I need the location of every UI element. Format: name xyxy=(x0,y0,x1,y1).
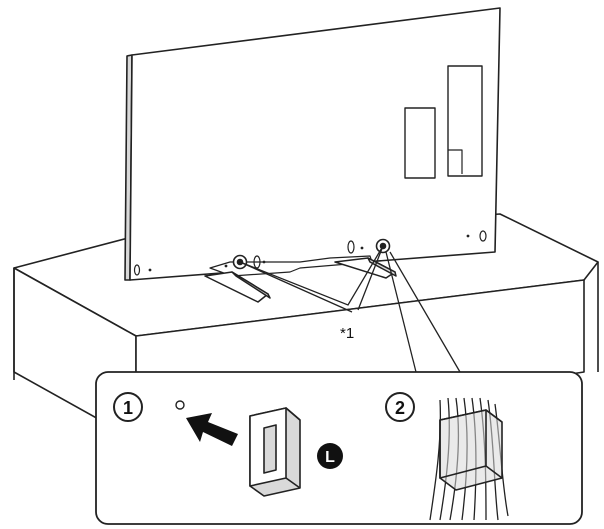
svg-text:L: L xyxy=(325,449,335,466)
cable-clip-icon-2 xyxy=(439,409,503,491)
callout-leaders xyxy=(239,245,384,313)
mount-hole-icon xyxy=(175,400,185,410)
step-1-badge: 1 xyxy=(113,392,143,422)
zoom-lines xyxy=(385,251,461,373)
insert-arrow-icon xyxy=(186,413,238,446)
svg-text:1: 1 xyxy=(123,398,133,418)
callout-label: *1 xyxy=(340,325,354,342)
svg-text:2: 2 xyxy=(395,398,405,418)
cable-clip-icon xyxy=(249,407,301,497)
step-2-badge: 2 xyxy=(385,392,415,422)
tv-stand-icon xyxy=(204,257,397,303)
clip-marker-badge: L xyxy=(317,443,343,469)
tv-rear-icon xyxy=(124,7,501,281)
